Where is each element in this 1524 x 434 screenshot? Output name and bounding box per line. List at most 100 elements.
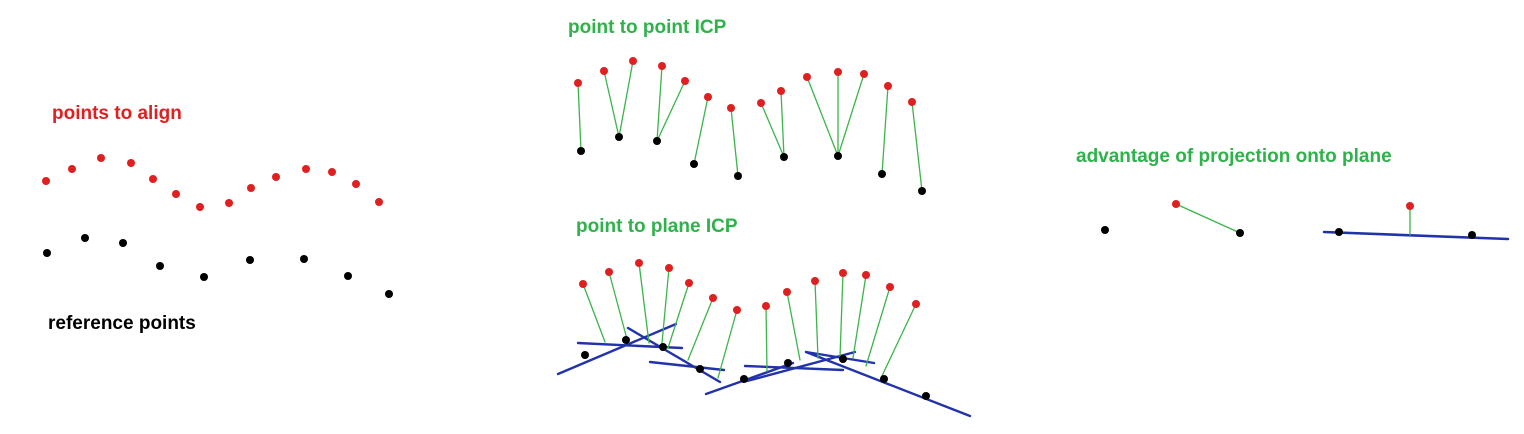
- correspondence-line: [911, 101, 923, 192]
- source-point: [658, 62, 666, 70]
- source-point: [1172, 200, 1180, 208]
- projection-line: [765, 305, 768, 372]
- projection-line: [638, 262, 650, 344]
- source-point: [862, 271, 870, 279]
- source-point: [704, 93, 712, 101]
- reference-point: [696, 365, 704, 373]
- source-point: [860, 70, 868, 78]
- source-point: [272, 173, 280, 181]
- reference-point: [156, 262, 164, 270]
- reference-point: [878, 170, 886, 178]
- reference-points-label: reference points: [48, 313, 196, 334]
- projection-line: [582, 283, 606, 343]
- source-point: [172, 190, 180, 198]
- tangent-plane-line: [804, 350, 972, 418]
- projection-line: [687, 297, 714, 361]
- projection-line: [661, 267, 670, 344]
- correspondence-line: [577, 82, 582, 152]
- source-point: [685, 279, 693, 287]
- tangent-plane-line: [626, 326, 722, 384]
- projection-line: [852, 274, 867, 359]
- source-point: [665, 264, 673, 272]
- source-point: [834, 68, 842, 76]
- correspondence-line: [656, 65, 663, 142]
- tangent-plane-line: [648, 360, 726, 372]
- reference-point: [690, 160, 698, 168]
- source-point: [733, 306, 741, 314]
- reference-point: [246, 256, 254, 264]
- reference-point: [300, 255, 308, 263]
- correspondence-line: [760, 102, 785, 158]
- reference-point: [740, 375, 748, 383]
- source-point: [839, 269, 847, 277]
- reference-point: [1335, 228, 1343, 236]
- source-point: [196, 203, 204, 211]
- projection-advantage-title: advantage of projection onto plane: [1076, 146, 1392, 167]
- source-point: [762, 302, 770, 310]
- projection-line: [880, 303, 917, 379]
- source-point: [912, 300, 920, 308]
- reference-point: [918, 187, 926, 195]
- reference-point: [922, 392, 930, 400]
- tangent-plane-line: [1322, 230, 1510, 241]
- point-to-point-icp-title: point to point ICP: [568, 17, 727, 38]
- correspondence-lines-layer: [577, 60, 1411, 379]
- reference-point: [653, 137, 661, 145]
- projection-line: [865, 286, 891, 367]
- correspondence-line: [618, 60, 634, 138]
- correspondence-line: [1175, 203, 1241, 234]
- reference-point: [200, 273, 208, 281]
- tangent-plane-line: [556, 322, 678, 376]
- tangent-planes-layer: [556, 230, 1510, 418]
- reference-point: [880, 375, 888, 383]
- source-point: [605, 268, 613, 276]
- correspondence-line: [780, 90, 785, 158]
- source-point: [302, 165, 310, 173]
- reference-point: [615, 133, 623, 141]
- projection-line: [667, 282, 690, 349]
- source-point: [757, 99, 765, 107]
- reference-point: [43, 249, 51, 257]
- reference-point: [344, 272, 352, 280]
- points-to-align-label: points to align: [52, 103, 182, 124]
- source-point: [247, 184, 255, 192]
- source-point: [629, 57, 637, 65]
- source-point: [375, 198, 383, 206]
- reference-point: [385, 290, 393, 298]
- projection-line: [608, 271, 629, 344]
- reference-point: [1236, 229, 1244, 237]
- correspondence-line: [693, 96, 709, 165]
- correspondence-line: [603, 70, 620, 138]
- source-point: [600, 67, 608, 75]
- source-point: [97, 154, 105, 162]
- source-point: [68, 165, 76, 173]
- reference-point: [581, 351, 589, 359]
- reference-point: [577, 147, 585, 155]
- source-point: [149, 175, 157, 183]
- reference-point: [1101, 226, 1109, 234]
- source-point: [42, 177, 50, 185]
- reference-point: [839, 355, 847, 363]
- reference-point: [784, 359, 792, 367]
- reference-point: [1468, 231, 1476, 239]
- projection-line: [814, 280, 819, 359]
- source-point: [574, 79, 582, 87]
- source-point: [727, 104, 735, 112]
- correspondence-line: [881, 85, 889, 175]
- source-point: [681, 77, 689, 85]
- source-point: [803, 73, 811, 81]
- reference-point: [734, 172, 742, 180]
- reference-point: [81, 234, 89, 242]
- correspondence-line: [806, 76, 839, 157]
- projection-line: [717, 309, 738, 379]
- source-point: [777, 87, 785, 95]
- projection-line: [786, 291, 801, 361]
- source-point: [579, 280, 587, 288]
- source-point: [328, 168, 336, 176]
- source-point: [908, 98, 916, 106]
- projection-line: [839, 272, 844, 358]
- reference-point: [622, 336, 630, 344]
- correspondence-line: [656, 80, 686, 142]
- reference-point: [119, 239, 127, 247]
